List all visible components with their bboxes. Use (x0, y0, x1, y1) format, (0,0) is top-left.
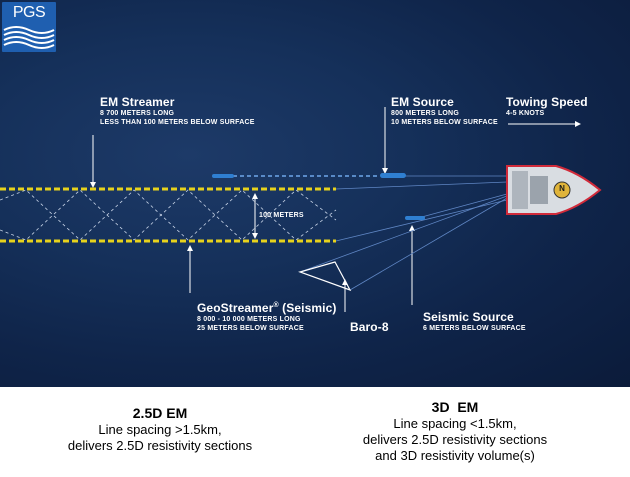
caption-3d-em: 3D EM Line spacing <1.5km, delivers 2.5D… (362, 399, 548, 463)
diagram-panel: PGS (0, 0, 630, 387)
depth-marker-down-arrow (252, 233, 258, 239)
survey-diagram (0, 121, 602, 292)
depth-marker-up-arrow (252, 193, 258, 199)
logo-text: PGS (12, 4, 46, 21)
depth-marker-label: 100 METERS (259, 212, 304, 219)
geostreamer-suffix: (Seismic) (278, 301, 337, 315)
vessel (506, 165, 602, 215)
baro-8-label: Baro-8 (350, 320, 389, 334)
towing-speed-label: Towing Speed 4-5 KNOTS (506, 95, 588, 117)
streamer-spread-lattice (0, 189, 337, 241)
baro-8-wing (298, 261, 352, 292)
geostreamer-title: GeoStreamer (197, 301, 274, 315)
em-streamer-head (212, 174, 234, 178)
em-source-label: EM Source 800 METERS LONG 10 METERS BELO… (391, 95, 498, 126)
geostreamer-label: GeoStreamer® (Seismic) 8 000 - 10 000 ME… (197, 301, 337, 332)
seismic-source-label: Seismic Source 6 METERS BELOW SURFACE (423, 310, 526, 332)
em-streamer-label: EM Streamer 8 700 METERS LONG LESS THAN … (100, 95, 255, 126)
seismic-source-body (405, 216, 425, 220)
logo-waves-icon (3, 26, 55, 49)
em-source-body (380, 173, 406, 178)
tow-lines (299, 175, 508, 291)
registered-mark: ® (273, 302, 279, 309)
pgs-logo: PGS (2, 2, 56, 52)
caption-2-5d-em: 2.5D EM Line spacing >1.5km, delivers 2.… (67, 405, 253, 453)
vessel-badge: N (559, 184, 565, 193)
